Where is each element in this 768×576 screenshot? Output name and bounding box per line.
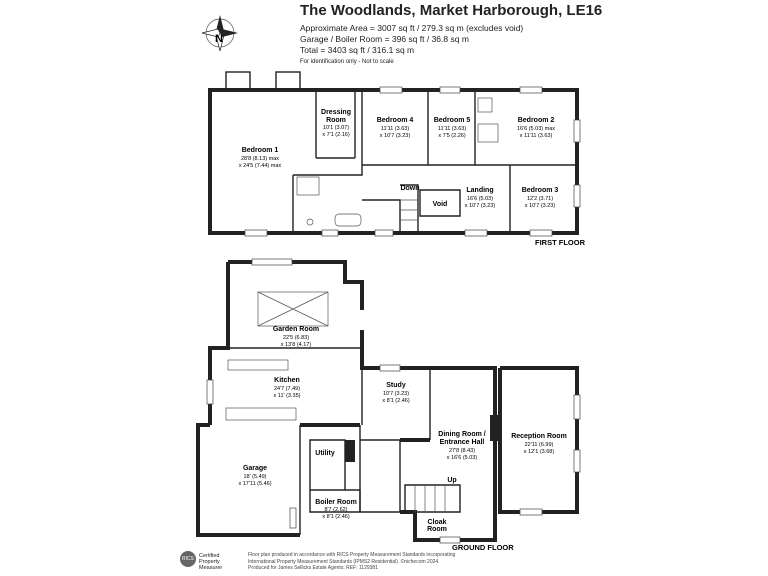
- bedroom5-dim2: x 7'5 (2.26): [438, 133, 466, 139]
- dressing-dim2: x 7'1 (2.16): [322, 132, 350, 138]
- bedroom1-dim2: x 24'5 (7.44) max: [239, 163, 282, 169]
- identification-note: For identification only - Not to scale: [300, 59, 394, 65]
- compass-icon: N: [201, 15, 238, 52]
- study-label: Study: [386, 382, 406, 389]
- first-floor-label: FIRST FLOOR: [535, 238, 586, 247]
- garage-label: Garage: [243, 465, 267, 472]
- garage-dim1: 18' (5.49): [243, 474, 266, 480]
- void-label: Void: [433, 201, 448, 208]
- landing-label: Landing: [466, 187, 493, 194]
- dining-label-2: Entrance Hall: [440, 439, 485, 446]
- footer-line1: Floor plan produced in accordance with R…: [248, 552, 456, 558]
- bedroom5-label: Bedroom 5: [434, 117, 471, 124]
- ground-floor: Garden Room 22'5 (6.83) x 13'8 (4.17) Ki…: [196, 258, 581, 552]
- footer-line2: International Property Measurement Stand…: [248, 558, 440, 565]
- bedroom4-label: Bedroom 4: [377, 117, 414, 124]
- garage-area: Garage / Boiler Room = 396 sq ft / 36.8 …: [300, 34, 469, 44]
- approx-area: Approximate Area = 3007 sq ft / 279.3 sq…: [300, 23, 524, 33]
- boiler-label: Boiler Room: [315, 499, 357, 506]
- footer-line3: Produced for James Sellicks Estate Agent…: [248, 565, 378, 571]
- garden-room-dim1: 22'5 (6.83): [283, 335, 309, 341]
- footer-notes: Floor plan produced in accordance with R…: [248, 552, 508, 572]
- bedroom3-dim2: x 10'7 (3.23): [525, 203, 556, 209]
- garage-dim2: x 17'11 (5.46): [238, 481, 271, 487]
- bedroom2-label: Bedroom 2: [518, 117, 555, 124]
- bedroom5-dim1: 11'11 (3.63): [438, 126, 467, 132]
- bedroom4-dim2: x 10'7 (3.23): [380, 133, 411, 139]
- dressing-label: Dressing: [321, 109, 351, 116]
- landing-dim1: 16'6 (5.03): [467, 196, 493, 202]
- boiler-dim1: 8'7 (2.62): [324, 507, 347, 513]
- reception-label: Reception Room: [511, 433, 567, 440]
- cloak-label-2: Room: [427, 526, 447, 533]
- rics-logo: RICS: [180, 551, 196, 567]
- bedroom1-dim1: 28'8 (8.13) max: [241, 156, 279, 162]
- bedroom3-label: Bedroom 3: [522, 187, 559, 194]
- up-label: Up: [447, 477, 456, 484]
- study-dim1: 10'7 (3.23): [383, 391, 409, 397]
- dining-label: Dining Room /: [438, 431, 485, 438]
- kitchen-dim1: 24'7 (7.49): [274, 386, 300, 392]
- bedroom2-dim1: 16'6 (5.03) max: [517, 126, 555, 132]
- kitchen-dim2: x 11' (3.35): [274, 393, 301, 399]
- dressing-label-2: Room: [326, 117, 346, 124]
- study-dim2: x 8'1 (2.46): [382, 398, 410, 404]
- bedroom3-dim1: 12'2 (3.71): [527, 196, 553, 202]
- dining-dim2: x 16'6 (5.03): [447, 455, 478, 461]
- certified-badge: Certified Property Measurer: [199, 553, 223, 571]
- property-title: The Woodlands, Market Harborough, LE16: [300, 2, 603, 19]
- compass-label: N: [215, 33, 223, 45]
- boiler-dim2: x 8'1 (2.46): [322, 514, 350, 520]
- bedroom1-label: Bedroom 1: [242, 147, 279, 154]
- first-floor: Bedroom 1 28'8 (8.13) max x 24'5 (7.44) …: [208, 71, 586, 247]
- garden-room-dim2: x 13'8 (4.17): [281, 342, 312, 348]
- dressing-dim1: 10'1 (3.07): [323, 125, 349, 131]
- cloak-label: Cloak: [427, 519, 446, 526]
- utility-label: Utility: [315, 450, 335, 457]
- dining-dim1: 27'8 (8.43): [449, 448, 475, 454]
- kitchen-label: Kitchen: [274, 377, 300, 384]
- header: The Woodlands, Market Harborough, LE16 A…: [300, 2, 760, 65]
- reception-dim1: 22'11 (6.99): [525, 442, 554, 448]
- ground-floor-label: GROUND FLOOR: [452, 543, 514, 552]
- landing-dim2: x 10'7 (3.23): [465, 203, 496, 209]
- down-label: Down: [400, 185, 419, 192]
- reception-dim2: x 12'1 (3.68): [524, 449, 555, 455]
- bedroom2-dim2: x 11'11 (3.63): [520, 133, 553, 139]
- total-area: Total = 3403 sq ft / 316.1 sq m: [300, 45, 415, 55]
- bedroom4-dim1: 11'11 (3.63): [381, 126, 410, 132]
- garden-room-label: Garden Room: [273, 326, 319, 333]
